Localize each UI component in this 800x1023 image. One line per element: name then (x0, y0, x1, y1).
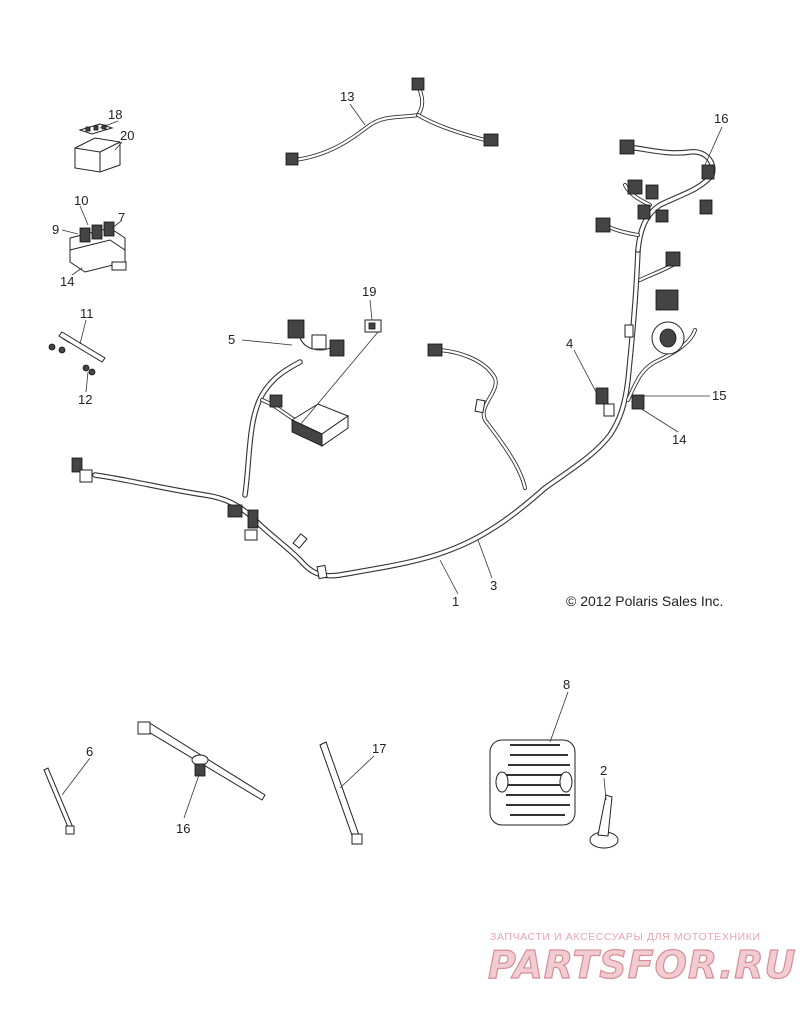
main-harness (71, 247, 697, 580)
ecu-module (290, 403, 350, 447)
callout-8: 8 (563, 677, 570, 692)
callout-7: 7 (118, 210, 125, 225)
callout-4: 4 (566, 336, 573, 351)
watermark-brand: PARTSFOR.RU (488, 943, 796, 987)
callout-3: 3 (490, 578, 497, 593)
callout-20: 20 (120, 128, 134, 143)
callout-14-left: 14 (60, 274, 74, 289)
connector-5-cluster (269, 319, 350, 447)
cable-tie-17 (319, 741, 363, 845)
copyright-text: © 2012 Polaris Sales Inc. (566, 593, 723, 609)
callout-5: 5 (228, 332, 235, 347)
callout-12: 12 (78, 392, 92, 407)
upper-right-harness (595, 139, 716, 355)
callout-1: 1 (452, 594, 459, 609)
callout-14-right: 14 (672, 432, 686, 447)
fuse-box-cover-20 (74, 137, 121, 173)
harness-13 (285, 77, 499, 166)
clip-19 (364, 319, 382, 333)
callout-16-top: 16 (714, 111, 728, 126)
callout-16-bottom: 16 (176, 821, 190, 836)
callouts: 13 16 18 20 10 7 9 14 11 12 19 5 4 15 14… (52, 89, 728, 836)
callout-18: 18 (108, 107, 122, 122)
callout-17: 17 (372, 741, 386, 756)
cable-tie-16 (137, 721, 266, 801)
mounting-plates-11-12 (48, 331, 106, 376)
callout-11: 11 (80, 306, 94, 321)
callout-6: 6 (86, 744, 93, 759)
watermark-tagline: ЗАПЧАСТИ И АКСЕССУАРЫ ДЛЯ МОТОТЕХНИКИ (490, 931, 761, 943)
callout-10: 10 (74, 193, 88, 208)
callout-19: 19 (362, 284, 376, 299)
callout-9: 9 (52, 222, 59, 237)
leader-lines (61, 103, 723, 819)
callout-13: 13 (340, 89, 354, 104)
cable-tie-6 (43, 767, 75, 835)
push-rivet-2 (589, 794, 619, 849)
callout-15: 15 (712, 388, 726, 403)
regulator-8 (489, 739, 576, 826)
watermark: ЗАПЧАСТИ И АКСЕССУАРЫ ДЛЯ МОТОТЕХНИКИ PA… (487, 931, 796, 988)
fuse-block-14 (69, 221, 127, 273)
callout-2: 2 (600, 763, 607, 778)
